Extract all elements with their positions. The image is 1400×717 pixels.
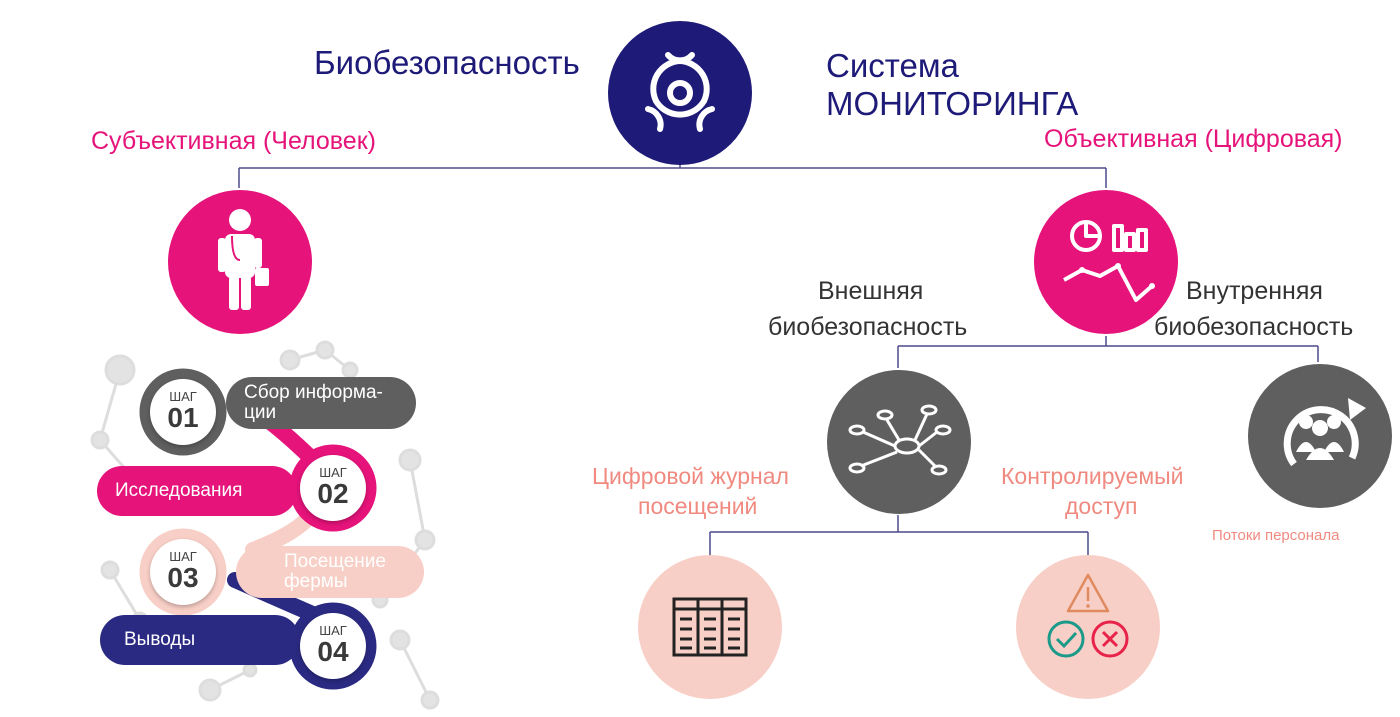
biohazard-badge	[608, 21, 752, 165]
analytics-chart-icon	[1063, 220, 1155, 302]
step-03-label: ШАГ	[169, 549, 197, 564]
step-03-number: 03	[167, 562, 199, 593]
objective-circle	[1034, 190, 1178, 334]
subjective-label: Субъективная (Человек)	[91, 127, 376, 155]
internal-label-line2: биобезопасность	[1154, 313, 1354, 341]
step-03-text-line1: Посещение	[284, 551, 386, 573]
access-check-icon	[1047, 573, 1129, 658]
step-04-number: 04	[317, 636, 349, 667]
step-01-text-line1: Сбор информа-	[244, 382, 383, 404]
step-01-pill: Сбор информа- ции	[226, 377, 416, 429]
objective-label: Объективная (Цифровая)	[1044, 125, 1343, 153]
controlled-access-circle	[1016, 555, 1160, 699]
step-02-pill: Исследования	[97, 466, 297, 516]
biohazard-icon	[645, 52, 715, 132]
subjective-circle	[168, 190, 312, 334]
external-circle	[827, 370, 971, 514]
step-02-label: ШАГ	[319, 465, 347, 480]
internal-label-line1: Внутренняя	[1186, 277, 1323, 305]
staff-flows-label: Потоки персонала	[1212, 527, 1340, 544]
step-02-circle: ШАГ 02	[300, 455, 366, 521]
digital-log-circle	[638, 555, 782, 699]
digital-log-label-line1: Цифровой журнал	[592, 463, 789, 489]
doctor-icon	[218, 209, 269, 310]
step-04-pill: Выводы	[100, 615, 300, 665]
controlled-access-label-line1: Контролируемый	[1001, 463, 1184, 489]
monitoring-title-line1: Система	[826, 47, 959, 84]
step-03-text-line2: фермы	[284, 571, 348, 592]
people-cycle-icon	[1283, 398, 1366, 467]
monitoring-title-line2: МОНИТОРИНГА	[826, 85, 1079, 122]
external-label-line1: Внешняя	[818, 277, 924, 305]
step-04-label: ШАГ	[319, 623, 347, 638]
step-03-pill: Посещение фермы	[236, 546, 424, 598]
biosecurity-title: Биобезопасность	[314, 44, 580, 81]
controlled-access-label-line2: доступ	[1065, 493, 1138, 519]
step-01-circle: ШАГ 01	[150, 379, 216, 445]
step-02-text: Исследования	[115, 480, 243, 502]
step-01-text-line2: ции	[244, 402, 277, 423]
external-label-line2: биобезопасность	[768, 313, 968, 341]
digital-log-label-line2: посещений	[638, 493, 758, 519]
step-01-label: ШАГ	[169, 389, 197, 404]
step-01-number: 01	[167, 402, 199, 433]
internal-circle	[1248, 364, 1392, 508]
step-04-circle: ШАГ 04	[300, 613, 366, 679]
step-02-number: 02	[317, 478, 349, 509]
step-03-circle: ШАГ 03	[150, 539, 216, 605]
step-04-text: Выводы	[124, 629, 196, 651]
table-log-icon	[672, 597, 748, 657]
network-hub-icon	[848, 404, 952, 476]
